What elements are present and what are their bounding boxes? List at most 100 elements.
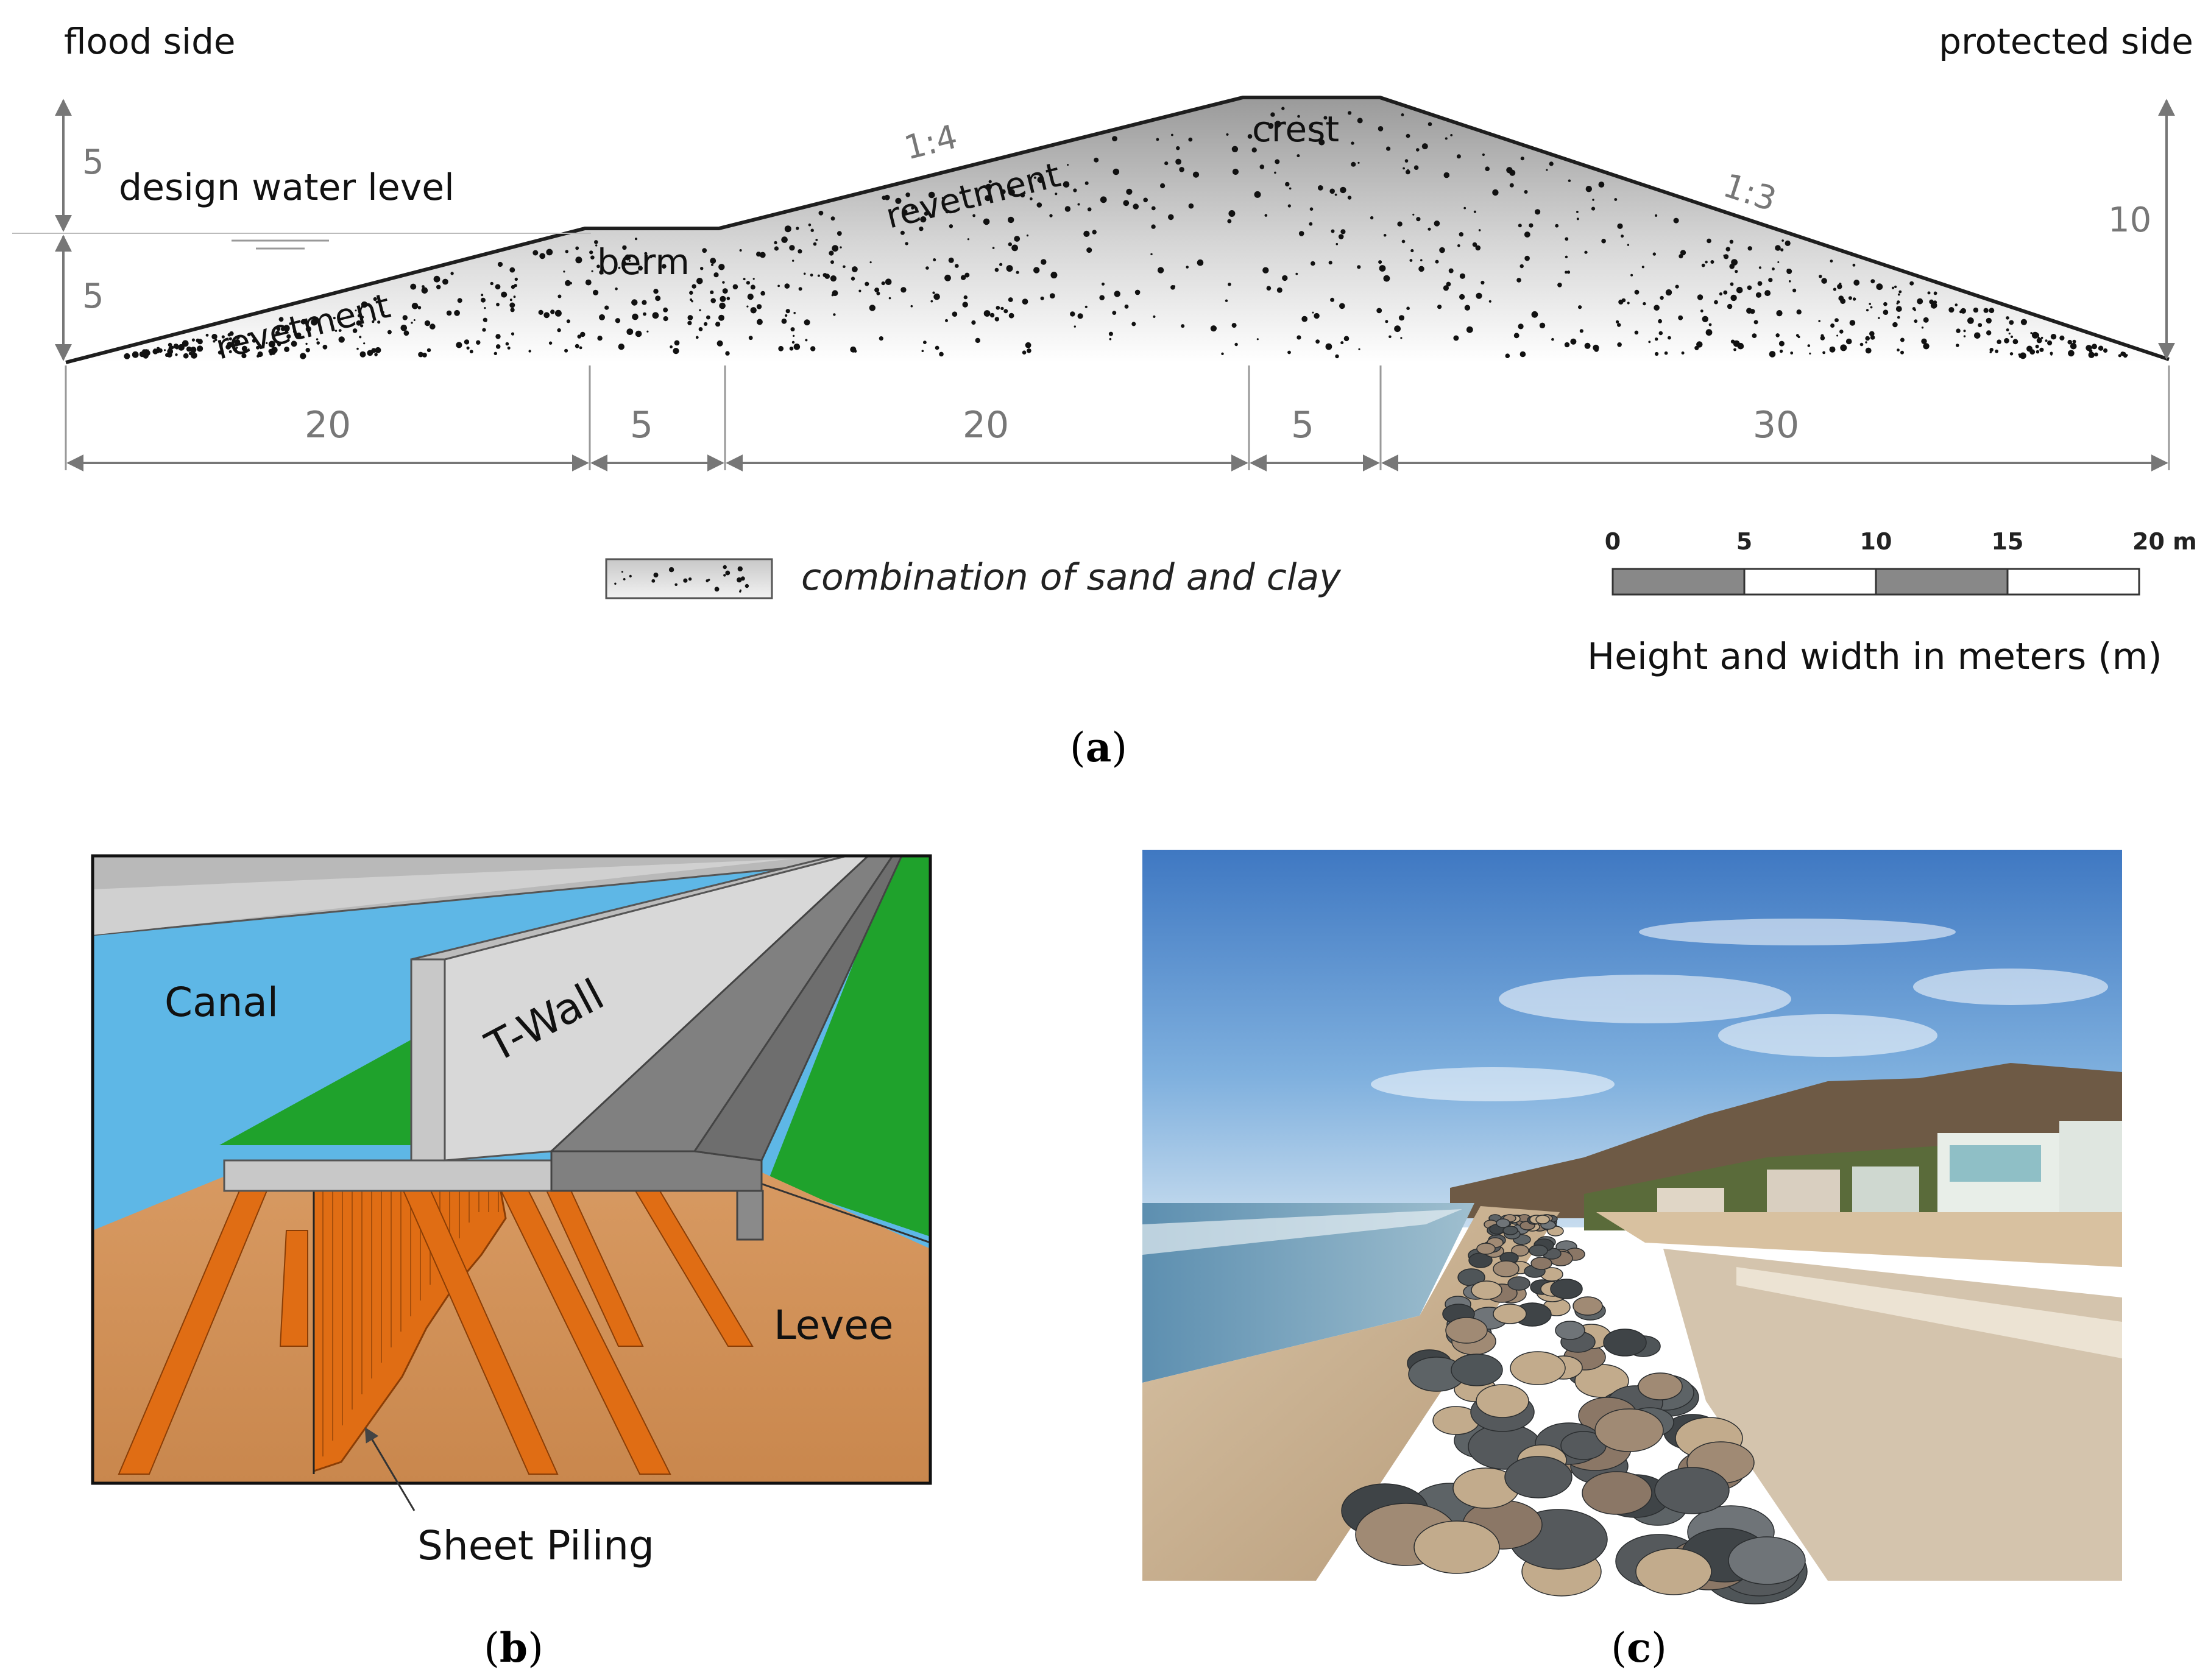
dike-dot: [156, 347, 160, 350]
dike-dot: [338, 329, 342, 332]
dike-dot: [1891, 286, 1895, 289]
dike-dot: [1591, 206, 1596, 211]
dike-dot: [1370, 216, 1374, 220]
dike-dot: [1131, 322, 1136, 326]
dike-dot: [1702, 316, 1708, 322]
dike-dot: [921, 350, 924, 352]
dike-dot: [1481, 280, 1485, 285]
photo-rocks: [1341, 1214, 1808, 1604]
dike-dot: [1351, 141, 1354, 145]
dike-dot: [992, 247, 995, 249]
dike-dot: [975, 337, 981, 344]
dike-dot: [575, 246, 579, 250]
dike-dot: [363, 342, 366, 345]
dike-dot: [663, 316, 668, 322]
dike-dot: [538, 309, 543, 315]
dike-dot: [1621, 235, 1624, 238]
dike-dot: [1524, 231, 1530, 238]
dike-dot: [1551, 337, 1554, 341]
scale-bar: [1611, 568, 2140, 596]
legend-dot: [737, 577, 742, 583]
dike-dot: [900, 230, 905, 235]
dike-dot: [615, 287, 618, 291]
dike-dot: [1108, 331, 1113, 336]
dike-dot: [1921, 338, 1927, 344]
dike-dot: [756, 319, 763, 325]
canal-label: Canal: [165, 979, 278, 1026]
dike-dot: [1733, 340, 1740, 347]
dike-dot: [774, 241, 777, 244]
dike-dot: [183, 353, 189, 359]
dike-dot: [1153, 315, 1156, 319]
dike-dot: [830, 260, 834, 264]
dike-dot: [1566, 270, 1571, 274]
dike-dot: [2067, 339, 2072, 345]
dike-dot: [234, 339, 241, 345]
dike-dot: [1614, 198, 1618, 201]
dike-dot: [1592, 199, 1594, 201]
dike-dot: [2006, 328, 2009, 331]
dike-dot: [1927, 291, 1931, 295]
dike-dot: [1297, 154, 1300, 158]
photo-houses: [1657, 1121, 2122, 1218]
front-piles: [118, 1187, 671, 1475]
dike-dot: [642, 300, 647, 305]
dike-dot: [170, 345, 174, 350]
dike-dot: [1400, 337, 1403, 339]
dike-dot: [710, 258, 716, 264]
dike-dot: [1853, 280, 1860, 286]
dike-dot: [514, 277, 518, 281]
dike-dot: [1897, 293, 1900, 296]
dike-dot: [1378, 126, 1384, 132]
dike-dot: [2088, 351, 2095, 358]
dike-dot: [1398, 315, 1405, 321]
dike-dot: [1557, 283, 1562, 288]
dike-dot: [695, 336, 699, 339]
dike-dot: [996, 306, 1000, 310]
dike-dot: [1933, 291, 1937, 295]
dike-dot: [1897, 300, 1900, 304]
dike-dot: [1254, 191, 1261, 198]
dike-dot: [1000, 306, 1004, 311]
dike-dot: [227, 333, 232, 337]
dike-dot: [2103, 348, 2108, 353]
dike-dot: [1358, 348, 1360, 350]
dike-dot: [211, 334, 218, 340]
dike-dot: [1648, 341, 1651, 344]
dike-dot: [1830, 323, 1835, 328]
dike-dot: [1340, 186, 1346, 194]
dike-dot: [1731, 259, 1738, 266]
dike-dot: [400, 325, 408, 331]
dike-dot: [241, 353, 247, 359]
dike-dot: [930, 300, 933, 303]
dike-dot: [483, 317, 487, 322]
dike-dot: [1055, 192, 1058, 196]
dike-dot: [1852, 263, 1856, 267]
dike-dot: [454, 309, 460, 316]
dike-dot: [155, 349, 160, 353]
dike-dot: [840, 246, 842, 249]
dike-dot: [1482, 153, 1485, 157]
dike-dot: [1735, 270, 1738, 274]
dike-dot: [422, 353, 427, 358]
rock: [1504, 1456, 1573, 1498]
dike-dot: [1775, 245, 1781, 251]
dike-dot: [804, 319, 810, 326]
dike-dot: [481, 297, 486, 303]
dike-dot: [759, 252, 766, 258]
dike-dot: [963, 295, 968, 300]
dike-dot: [277, 342, 281, 347]
dike-dot: [1008, 216, 1014, 224]
dike-dot: [673, 348, 679, 355]
dike-dot: [1730, 294, 1737, 302]
dike-dot: [228, 350, 232, 353]
dike-dot: [722, 288, 728, 294]
dike-dot: [1963, 335, 1966, 337]
photo-surf: [1142, 1209, 1462, 1255]
dike-dot: [1913, 308, 1916, 311]
dike-dot: [590, 255, 595, 260]
dike-dot: [334, 330, 338, 332]
dike-dot: [1181, 324, 1185, 328]
dike-dot: [1014, 236, 1021, 242]
dike-dot: [1025, 342, 1031, 348]
